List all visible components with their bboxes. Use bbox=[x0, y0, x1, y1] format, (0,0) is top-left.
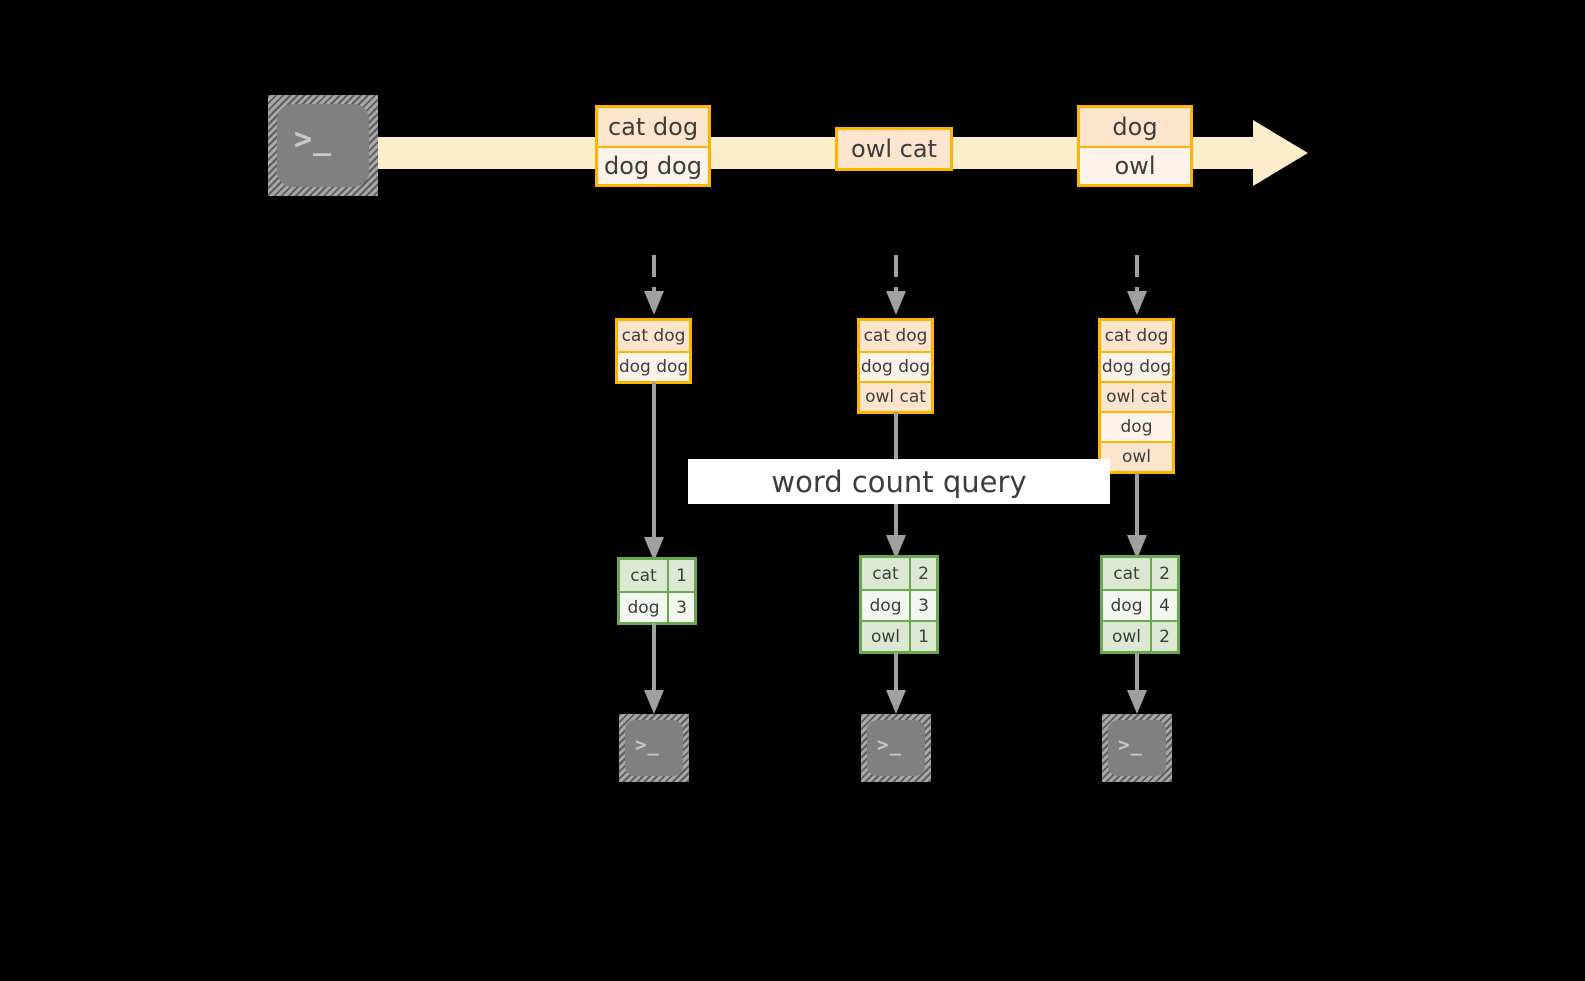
table-row: dog 4 bbox=[1103, 589, 1177, 620]
sink-terminal-icon-3: >_ bbox=[1102, 714, 1172, 782]
dashed-connector-2 bbox=[882, 255, 910, 317]
query-connector-1 bbox=[642, 382, 666, 562]
result-count: 1 bbox=[667, 560, 694, 591]
snapshot-row: owl cat bbox=[860, 381, 931, 411]
snapshot-row: owl cat bbox=[1101, 381, 1172, 411]
table-row: cat 2 bbox=[1103, 558, 1177, 589]
result-count: 1 bbox=[909, 622, 936, 651]
query-label-text: word count query bbox=[771, 464, 1027, 499]
stream-event-line: dog bbox=[1080, 108, 1190, 146]
result-count: 4 bbox=[1150, 591, 1177, 620]
result-word: owl bbox=[1103, 622, 1150, 651]
stream-event-line: owl bbox=[1080, 146, 1190, 184]
result-word: dog bbox=[1103, 591, 1150, 620]
result-count: 2 bbox=[1150, 622, 1177, 651]
sink-terminal-icon-2: >_ bbox=[861, 714, 931, 782]
terminal-body bbox=[625, 720, 683, 776]
snapshot-row: dog dog bbox=[860, 351, 931, 381]
source-terminal-icon: >_ bbox=[268, 95, 378, 196]
dashed-connector-3 bbox=[1123, 255, 1151, 317]
terminal-prompt-glyph: >_ bbox=[635, 734, 660, 756]
snapshot-table-3: cat dog dog dog owl cat dog owl bbox=[1098, 318, 1175, 474]
dashed-connector-1 bbox=[640, 255, 668, 317]
terminal-prompt-glyph: >_ bbox=[294, 122, 333, 157]
result-table-2: cat 2 dog 3 owl 1 bbox=[859, 555, 939, 654]
result-count: 3 bbox=[667, 593, 694, 622]
result-word: owl bbox=[862, 622, 909, 651]
result-word: dog bbox=[620, 593, 667, 622]
result-word: cat bbox=[1103, 558, 1150, 589]
result-table-1: cat 1 dog 3 bbox=[617, 557, 697, 625]
table-row: cat 2 bbox=[862, 558, 936, 589]
table-row: dog 3 bbox=[620, 591, 694, 622]
terminal-prompt-glyph: >_ bbox=[877, 734, 902, 756]
snapshot-table-1: cat dog dog dog bbox=[615, 318, 692, 384]
snapshot-row: owl bbox=[1101, 441, 1172, 471]
snapshot-row: cat dog bbox=[1101, 321, 1172, 351]
table-row: dog 3 bbox=[862, 589, 936, 620]
sink-connector-2 bbox=[884, 653, 908, 715]
terminal-body bbox=[1108, 720, 1166, 776]
result-count: 2 bbox=[1150, 558, 1177, 589]
snapshot-table-2: cat dog dog dog owl cat bbox=[857, 318, 934, 414]
sink-connector-1 bbox=[642, 623, 666, 715]
sink-terminal-icon-1: >_ bbox=[619, 714, 689, 782]
result-word: cat bbox=[862, 558, 909, 589]
query-label: word count query bbox=[688, 459, 1110, 504]
query-connector-3 bbox=[1125, 473, 1149, 560]
snapshot-row: dog bbox=[1101, 411, 1172, 441]
snapshot-row: dog dog bbox=[1101, 351, 1172, 381]
result-table-3: cat 2 dog 4 owl 2 bbox=[1100, 555, 1180, 654]
stream-event-line: owl cat bbox=[838, 130, 950, 168]
stream-event-2: owl cat bbox=[835, 127, 953, 171]
snapshot-row: cat dog bbox=[618, 321, 689, 351]
result-word: dog bbox=[862, 591, 909, 620]
sink-connector-3 bbox=[1125, 653, 1149, 715]
table-row: owl 2 bbox=[1103, 620, 1177, 651]
terminal-body bbox=[867, 720, 925, 776]
result-count: 3 bbox=[909, 591, 936, 620]
result-word: cat bbox=[620, 560, 667, 591]
terminal-prompt-glyph: >_ bbox=[1118, 734, 1143, 756]
table-row: cat 1 bbox=[620, 560, 694, 591]
stream-event-3: dog owl bbox=[1077, 105, 1193, 187]
result-count: 2 bbox=[909, 558, 936, 589]
snapshot-row: cat dog bbox=[860, 321, 931, 351]
table-row: owl 1 bbox=[862, 620, 936, 651]
stream-event-line: dog dog bbox=[598, 146, 708, 184]
terminal-body bbox=[277, 104, 369, 187]
snapshot-row: dog dog bbox=[618, 351, 689, 381]
stream-event-1: cat dog dog dog bbox=[595, 105, 711, 187]
stream-event-line: cat dog bbox=[598, 108, 708, 146]
